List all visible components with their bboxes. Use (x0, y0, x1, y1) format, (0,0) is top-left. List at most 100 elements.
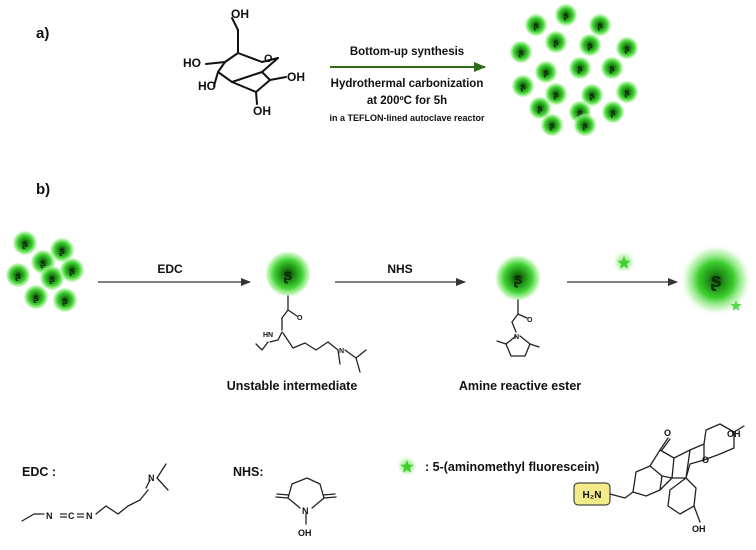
edc-reagent-label: EDC (157, 262, 183, 276)
panel-a-label: a) (36, 25, 49, 42)
carbon-dot-core: ʂ (597, 21, 602, 32)
labeled-carbon-dot (680, 244, 752, 316)
carbon-dot (524, 13, 548, 37)
carbon-dot (615, 80, 639, 104)
carbon-dot-core: ʂ (543, 68, 548, 79)
carbon-dot-core: ʂ (15, 271, 21, 282)
intermediate-carbon-dot (264, 250, 312, 298)
carbon-dot-core: ʂ (577, 108, 582, 119)
carbon-dot-core: ʂ (609, 64, 614, 75)
carbon-dot-core: ʂ (22, 239, 28, 250)
fluorescein-star-icon (617, 256, 631, 269)
edc-atom-c: C (68, 511, 75, 521)
carbon-dot (554, 3, 578, 27)
carbon-dot (580, 83, 604, 107)
carbon-dot-core: ʂ (520, 82, 525, 93)
carbon-dot (534, 60, 558, 84)
glucose-structure: OH HO HO OH OH O (183, 7, 305, 118)
intermediate-hn: HN (263, 332, 273, 339)
star-legend-label: : 5-(aminomethyl fluorescein) (425, 460, 599, 474)
arrow-label-line-1: Hydrothermal carbonization (331, 78, 484, 90)
carbon-dot-core: ʂ (582, 121, 587, 132)
nhs-reagent-label: NHS (387, 262, 412, 276)
glucose-oh-top: OH (231, 7, 249, 21)
arrow-label-line-3: in a TEFLON-lined autoclave reactor (329, 113, 485, 123)
carbon-dot-core: ʂ (577, 64, 582, 75)
carbon-dot-core: ʂ (624, 88, 629, 99)
carbon-dot-core: ʂ (518, 48, 523, 59)
ester-o: O (527, 317, 533, 324)
carbon-dot-core: ʂ (59, 246, 65, 257)
amine-group-label: H₂N (583, 490, 602, 501)
intermediate-label: Unstable intermediate (227, 379, 358, 393)
carbon-dot (511, 74, 535, 98)
carbon-dot-core: ʂ (563, 11, 568, 22)
ester-dot-core: ʂ (514, 271, 523, 288)
fluorescein-structure: H₂N O OH O OH (573, 423, 745, 534)
edc-structure: N C N N (21, 463, 169, 522)
carbon-dot-core: ʂ (549, 121, 554, 132)
fluorescein-oh-top: OH (727, 429, 741, 439)
edc-legend-label: EDC : (22, 465, 56, 479)
fluorescein-ring-o: O (702, 455, 709, 465)
carbon-dot (509, 40, 533, 64)
carbon-dot (5, 262, 31, 288)
arrow-label-line-2: at 200ºC for 5h (367, 95, 447, 107)
glucose-ho-left-1: HO (183, 56, 201, 70)
carbon-dot-core: ʂ (537, 104, 542, 115)
nhs-structure: N OH (275, 477, 337, 538)
carbon-dot (23, 284, 49, 310)
carbon-dot (615, 36, 639, 60)
carbon-dot (544, 82, 568, 106)
fluorescein-carbonyl-o: O (664, 428, 671, 438)
carbon-dot (588, 13, 612, 37)
arrow-top-label: Bottom-up synthesis (350, 46, 464, 58)
carbon-dot (601, 100, 625, 124)
carbon-dot (59, 257, 85, 283)
carbon-dot-core: ʂ (553, 90, 558, 101)
carbon-dot (600, 56, 624, 80)
carbon-dot-core: ʂ (33, 293, 39, 304)
carbon-dot (49, 237, 75, 263)
carbon-dot-core: ʂ (49, 274, 55, 285)
carbon-dot (12, 230, 38, 256)
carbon-dot-core: ʂ (589, 91, 594, 102)
carbon-dot (52, 287, 78, 313)
intermediate-structure: O HN N (255, 295, 367, 373)
ester-structure: O N (496, 299, 540, 357)
glucose-oh-bottom: OH (253, 104, 271, 118)
ester-carbon-dot (494, 254, 542, 302)
ester-label: Amine reactive ester (459, 379, 581, 393)
nhs-atom-oh: OH (298, 528, 312, 538)
ester-n: N (514, 334, 519, 341)
carbon-dot-core: ʂ (40, 258, 46, 269)
intermediate-o: O (297, 315, 303, 322)
intermediate-n: N (339, 348, 344, 355)
carbon-dot (568, 56, 592, 80)
glucose-ho-left-2: HO (198, 79, 216, 93)
panel-b-label: b) (36, 181, 50, 198)
nhs-atom-n: N (302, 506, 309, 516)
carbon-dot-core: ʂ (553, 38, 558, 49)
carbon-dot (573, 113, 597, 137)
carbon-dot-core: ʂ (533, 21, 538, 32)
edc-atom-n3: N (148, 473, 155, 483)
carbon-dot-core: ʂ (587, 41, 592, 52)
nhs-legend-label: NHS: (233, 465, 264, 479)
attached-star-icon (730, 300, 742, 311)
carbon-dot (540, 113, 564, 137)
carbon-dot (528, 96, 552, 120)
carbon-dot (578, 33, 602, 57)
carbon-dot (39, 265, 65, 291)
legend-star-icon (400, 460, 414, 473)
carbon-dot-core: ʂ (624, 44, 629, 55)
carbon-dot-core: ʂ (69, 266, 75, 277)
glucose-oh-right: OH (287, 70, 305, 84)
intermediate-dot-core: ʂ (284, 267, 293, 284)
carbon-dot-core: ʂ (610, 108, 615, 119)
edc-atom-n2: N (86, 511, 93, 521)
fluorescein-oh-bottom: OH (692, 524, 706, 534)
